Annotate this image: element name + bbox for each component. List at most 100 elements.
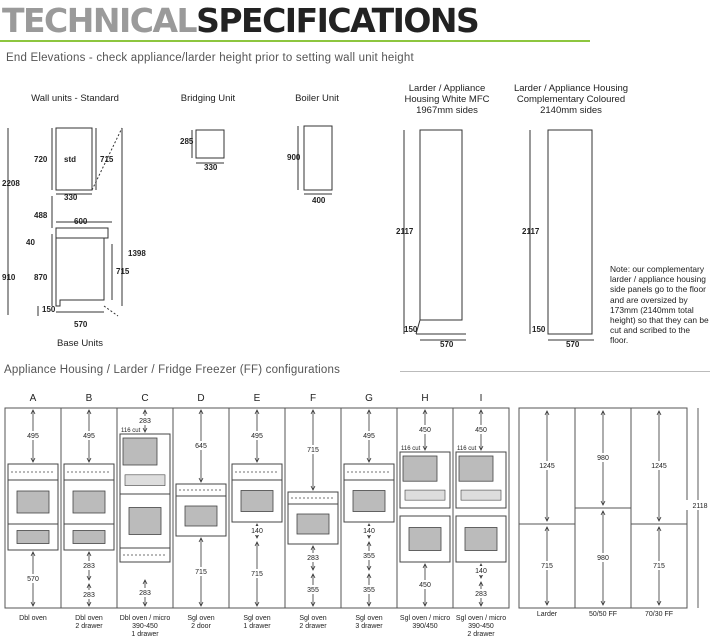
dim-value: 450: [419, 582, 431, 589]
arrow-head: [86, 409, 92, 415]
dim-bg: [360, 526, 378, 535]
arrow-head: [366, 409, 372, 415]
micro-window: [122, 437, 158, 466]
ff-dim-value: 715: [541, 563, 553, 570]
arrow-head: [544, 526, 550, 532]
dim-value: 450: [419, 427, 431, 434]
dim-bg: [248, 431, 266, 440]
caption-line-e: 1 drawer: [243, 623, 271, 630]
oven-window: [296, 513, 330, 535]
dim-150-white: 150: [404, 325, 418, 334]
dim-bg: [136, 416, 154, 425]
dim-bg: [360, 551, 378, 560]
dim-value: 495: [27, 433, 39, 440]
arrow-head: [310, 545, 316, 551]
dim-2117-white: 2117: [396, 227, 414, 236]
arrow-head: [86, 551, 92, 557]
dim-bg: [24, 431, 42, 440]
dim-150-base: 150: [42, 305, 56, 314]
wall-std-label: std: [64, 155, 76, 164]
cut-label: 116 cut: [457, 446, 477, 452]
dim-value: 450: [475, 427, 487, 434]
dim-bg: [360, 431, 378, 440]
dim-2117-coloured: 2117: [522, 227, 540, 236]
arrow-head: [422, 563, 428, 569]
dim-bg: [537, 561, 557, 570]
arrow-head: [310, 565, 316, 571]
dim-bg: [192, 441, 210, 450]
caption-line-d: 2 door: [191, 623, 212, 630]
dim-bg: [416, 425, 434, 434]
arrow-head: [198, 477, 204, 483]
larder-white-line-2: Housing White MFC: [404, 94, 490, 105]
dim-900: 900: [287, 153, 301, 162]
arrow-head: [478, 581, 484, 587]
arrow-head: [478, 601, 484, 607]
ff-caption: 70/30 FF: [645, 611, 673, 618]
dim-value: 355: [363, 587, 375, 594]
dim-bg: [248, 569, 266, 578]
oven-window: [16, 530, 50, 544]
dim-570-base: 570: [74, 320, 88, 329]
dim-bg: [472, 589, 490, 598]
dim-bg: [80, 431, 98, 440]
dim-330-bridging: 330: [204, 163, 218, 172]
dim-value: 355: [307, 587, 319, 594]
caption-line-i: 390-450: [468, 623, 494, 630]
dim-bg: [537, 461, 557, 470]
caption-line-d: Sgl oven: [187, 615, 214, 622]
arrow-head: [30, 409, 36, 415]
dim-value: 645: [195, 443, 207, 450]
caption-line-c: 1 drawer: [131, 631, 159, 638]
larder-coloured-line-2: Complementary Coloured: [516, 94, 626, 105]
dim-720: 720: [34, 155, 48, 164]
arrow-head: [656, 410, 662, 416]
ff-dim-value: 980: [597, 455, 609, 462]
caption-line-c: Dbl oven / micro: [120, 615, 171, 622]
end-elevations-drawing: 2208 720 std 715 330 488 600 40 1398 910…: [2, 125, 594, 349]
micro-controls: [404, 489, 446, 501]
caption-line-c: 390-450: [132, 623, 158, 630]
wall-unit-outline: [55, 127, 93, 191]
dim-value: 355: [363, 553, 375, 560]
arrow-head: [86, 583, 92, 589]
dim-value: 283: [83, 563, 95, 570]
configs-heading: Appliance Housing / Larder / Fridge Free…: [4, 364, 341, 376]
bridging-unit-outline: [195, 129, 225, 159]
oven-window: [128, 507, 162, 535]
dim-bg: [472, 566, 490, 575]
column-letter-h: H: [421, 393, 428, 404]
housing-frame: [4, 407, 510, 609]
larder-white-outline: [419, 129, 463, 321]
oven-unit: [343, 479, 395, 523]
arrow-head: [310, 409, 316, 415]
ff-dim-value: 1245: [651, 463, 667, 470]
dim-bg: [649, 561, 669, 570]
arrow-head: [478, 573, 484, 579]
larder-white-line-3: 1967mm sides: [416, 105, 478, 116]
dim-570-coloured: 570: [566, 340, 580, 349]
caption-line-f: 2 drawer: [299, 623, 327, 630]
total-height-value: 2118: [692, 503, 707, 510]
dim-870: 870: [34, 273, 48, 282]
wall-units-label: Wall units - Standard: [31, 93, 119, 104]
arrow-head: [254, 457, 260, 463]
dim-value: 495: [83, 433, 95, 440]
arrow-head: [600, 410, 606, 416]
column-letter-b: B: [86, 393, 93, 404]
arrow-head: [600, 510, 606, 516]
column-letter-d: D: [197, 393, 204, 404]
larder-coloured-outline: [547, 129, 593, 335]
arrow-head: [366, 601, 372, 607]
arrow-head: [86, 457, 92, 463]
oven-window: [72, 490, 106, 514]
oven-window: [16, 490, 50, 514]
micro-window: [402, 455, 438, 482]
dim-600: 600: [74, 217, 88, 226]
title-part-1: TECHNICAL: [2, 1, 198, 40]
cut-label: 116 cut: [401, 446, 421, 452]
base-unit-outline: [55, 227, 109, 307]
arrow-head: [254, 601, 260, 607]
dim-715-base: 715: [116, 267, 130, 276]
end-elevations-heading: End Elevations - check appliance/larder …: [6, 52, 414, 64]
